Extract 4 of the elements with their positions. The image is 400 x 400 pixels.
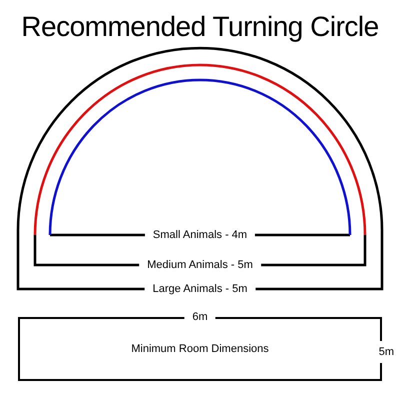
room-label: Minimum Room Dimensions bbox=[130, 342, 270, 357]
dimension-label: 5m bbox=[378, 341, 394, 363]
arc-label: Large Animals - 5m bbox=[144, 282, 256, 296]
title: Recommended Turning Circle bbox=[20, 10, 380, 44]
